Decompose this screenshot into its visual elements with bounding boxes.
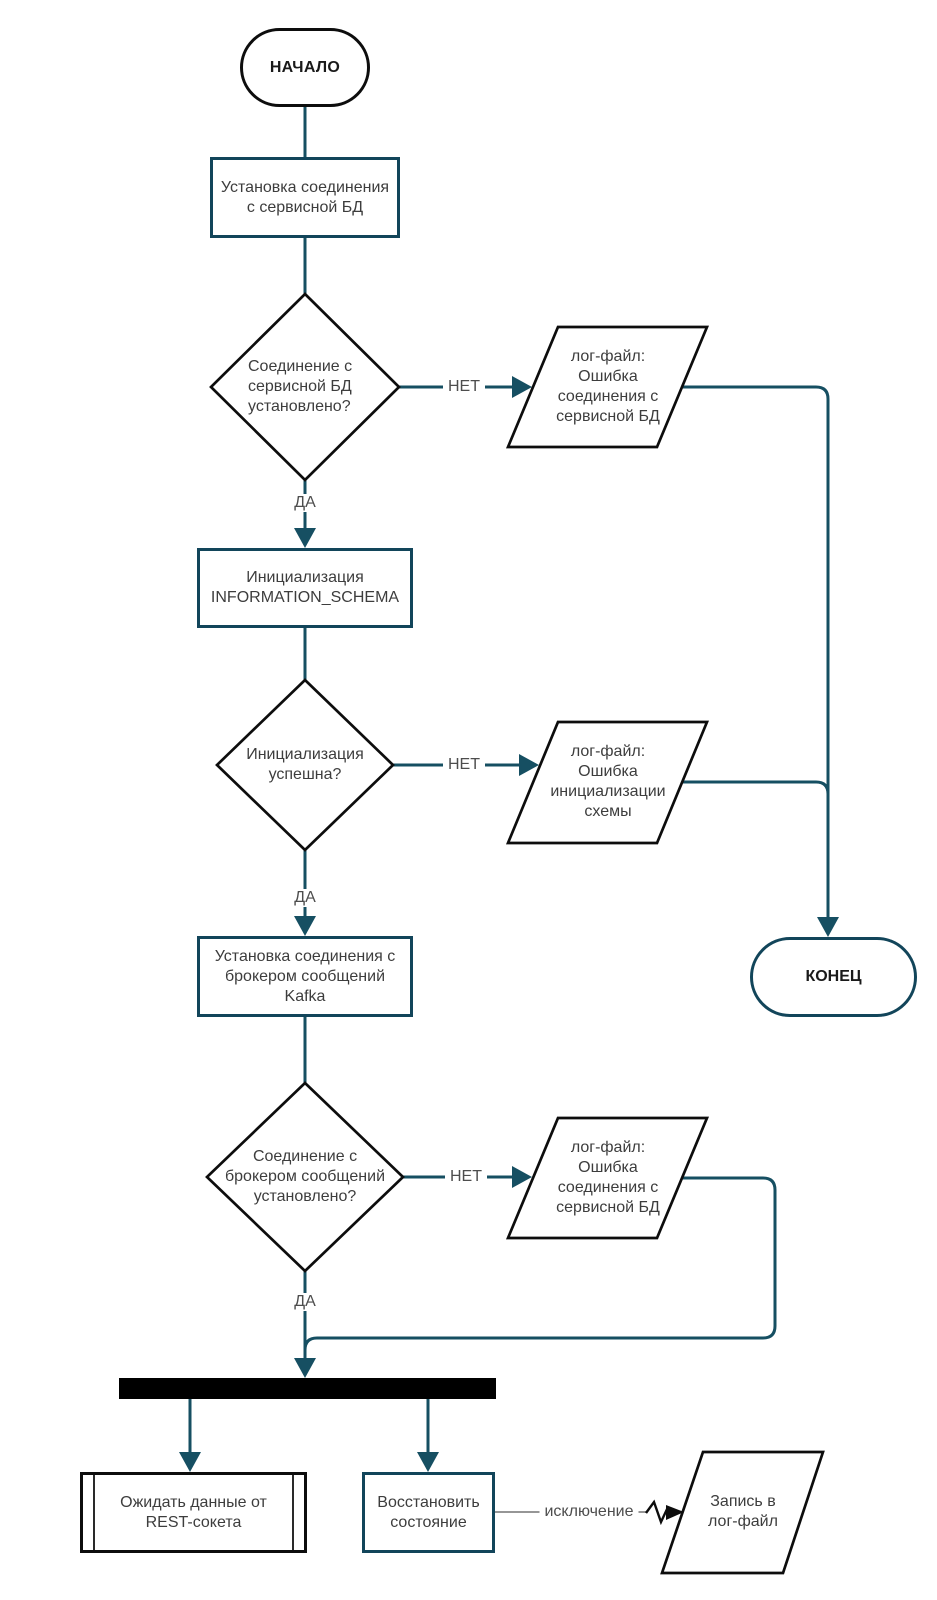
predefined-process-wait-rest-label: Ожидать данные от REST-сокета: [120, 1493, 267, 1531]
decision-db-connected-shape: [209, 292, 401, 482]
edge-label-exception: исключение: [539, 1503, 639, 1521]
edge-log2-merge-rail: [682, 780, 830, 795]
arrowhead-into-wait-rest: [179, 1452, 201, 1472]
arrowhead-into-log3: [512, 1166, 532, 1188]
log-init-error-label: лог-файл: Ошибка инициализации схемы: [550, 743, 666, 820]
edge-label-yes-3: ДА: [289, 1293, 321, 1311]
terminal-start: НАЧАЛО: [240, 28, 370, 107]
decision-kafka-connected-shape: [205, 1081, 405, 1273]
log-db-error-1-label: лог-файл: Ошибка соединения с сервисной …: [556, 348, 660, 425]
predefined-process-wait-rest: Ожидать данные от REST-сокета: [80, 1472, 307, 1553]
process-restore-state-label: Восстановить состояние: [377, 1493, 480, 1531]
process-connect-db-label: Установка соединения с сервисной БД: [220, 178, 390, 216]
fork-bar: [119, 1378, 496, 1399]
process-restore-state: Восстановить состояние: [362, 1472, 495, 1553]
edge-label-no-3: НЕТ: [445, 1168, 487, 1186]
decision-init-ok-label: Инициализация успешна?: [246, 746, 364, 783]
edge-log3-merge-fork: [303, 1176, 777, 1351]
predefined-process-inner-line-right: [292, 1475, 294, 1550]
arrowhead-into-init-schema: [294, 528, 316, 548]
terminal-start-label: НАЧАЛО: [269, 58, 341, 76]
log-db-error-2-shape: [505, 1116, 710, 1240]
log-db-error-1-shape: [505, 325, 710, 449]
edge-label-yes-2: ДА: [289, 889, 321, 907]
decision-init-ok-shape: [215, 678, 395, 852]
process-connect-kafka-label: Установка соединения с брокером сообщени…: [214, 947, 396, 1005]
process-init-schema: Инициализация INFORMATION_SCHEMA: [197, 548, 413, 628]
edge-log1-to-end-rail: [682, 385, 830, 918]
arrowhead-into-log1: [512, 376, 532, 398]
terminal-end-label: КОНЕЦ: [805, 968, 862, 985]
edge-label-yes-1: ДА: [289, 494, 321, 512]
process-connect-db: Установка соединения с сервисной БД: [210, 157, 400, 238]
log-init-error-shape: [505, 720, 710, 845]
process-init-schema-label: Инициализация INFORMATION_SCHEMA: [210, 569, 400, 606]
edge-label-no-1: НЕТ: [443, 378, 485, 396]
terminal-end: КОНЕЦ: [750, 937, 917, 1017]
edge-label-no-2: НЕТ: [443, 756, 485, 774]
arrowhead-into-connect-kafka: [294, 916, 316, 936]
process-connect-kafka: Установка соединения с брокером сообщени…: [197, 936, 413, 1017]
arrowhead-into-end: [817, 917, 839, 937]
arrowhead-into-restore-state: [417, 1452, 439, 1472]
log-write-shape: [660, 1450, 825, 1575]
log-db-error-2-label: лог-файл: Ошибка соединения с сервисной …: [556, 1139, 660, 1216]
decision-kafka-connected-label: Соединение с брокером сообщений установл…: [224, 1148, 385, 1205]
decision-db-connected-label: Соединение с сервисной БД установлено?: [248, 358, 353, 415]
log-write-label: Запись в лог-файл: [708, 1493, 778, 1530]
predefined-process-inner-line-left: [93, 1475, 95, 1550]
arrowhead-into-fork-bar: [294, 1358, 316, 1378]
arrowhead-into-log2: [519, 754, 539, 776]
arrowhead-into-log-write: [666, 1505, 684, 1520]
exception-zigzag-icon: [645, 1499, 670, 1526]
